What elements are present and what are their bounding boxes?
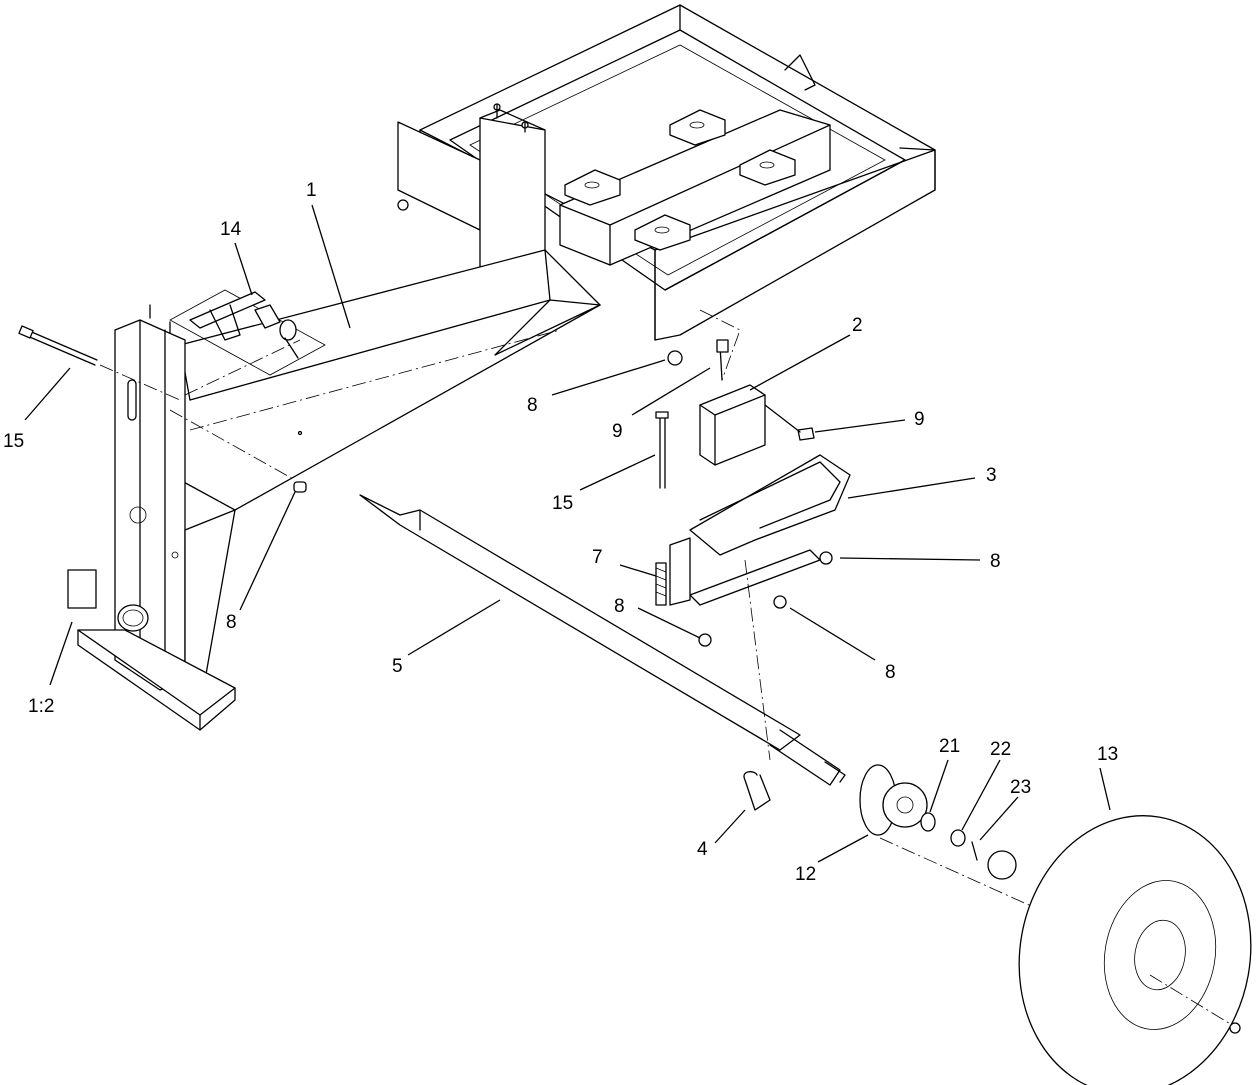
- callout-2: 2: [852, 315, 863, 336]
- leader-lines: [24, 204, 1111, 863]
- jack-pin-assembly: [169, 289, 326, 396]
- axle: [359, 494, 846, 811]
- callout-12: 12: [795, 864, 816, 885]
- callout-1: 1: [306, 180, 317, 201]
- callout-22: 22: [990, 739, 1011, 760]
- callout-9-top: 9: [612, 421, 623, 442]
- jack-stand: [67, 304, 236, 731]
- callout-13: 13: [1097, 744, 1118, 765]
- callout-21: 21: [939, 736, 960, 757]
- callout-3: 3: [986, 465, 997, 486]
- tongue-tube: [179, 249, 601, 511]
- wheel: [1018, 815, 1252, 1085]
- callout-8-stand: 8: [226, 612, 237, 633]
- suspension: [655, 384, 851, 606]
- hardware: [18, 309, 833, 647]
- hub-assembly: [859, 764, 1041, 911]
- callout-9-right: 9: [914, 409, 925, 430]
- callout-8-top: 8: [527, 395, 538, 416]
- callout-23: 23: [1010, 777, 1031, 798]
- callout-8-lower: 8: [885, 662, 896, 683]
- callout-15-left: 15: [3, 431, 24, 452]
- callout-14: 14: [220, 219, 242, 240]
- callout-5: 5: [392, 656, 403, 677]
- callout-15-mid: 15: [552, 493, 573, 514]
- callout-1-2: 1:2: [28, 696, 54, 717]
- callout-4: 4: [697, 839, 708, 860]
- callout-labels: 1 14 15 1:2 8 8 9 2 9 15 3 8 7 8 8 5 4 1…: [3, 180, 1118, 885]
- callout-7: 7: [592, 547, 603, 568]
- callout-8-mid: 8: [614, 596, 625, 617]
- callout-8-right: 8: [990, 551, 1001, 572]
- rear-frame: [397, 4, 936, 341]
